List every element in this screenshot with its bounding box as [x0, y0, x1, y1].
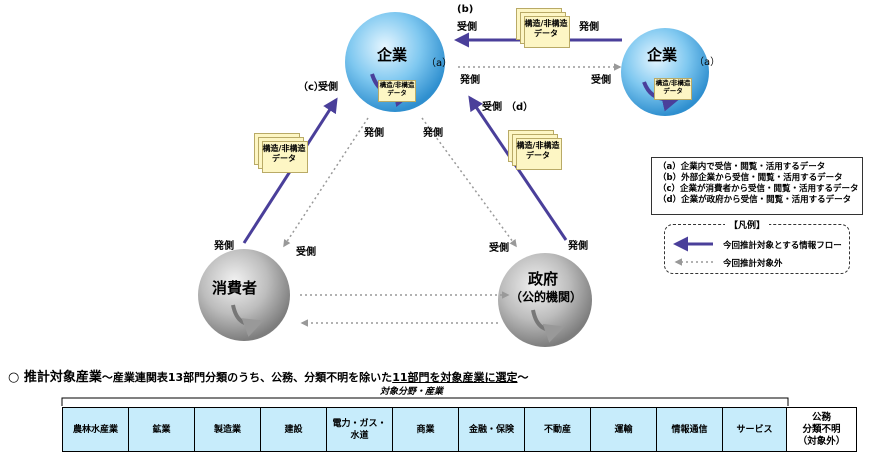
heading-underlined: 11部門を対象産業に選定: [392, 371, 518, 384]
doc-stack-d: 構造/非構造データ: [508, 130, 564, 176]
consumer-title: 消費者: [212, 279, 258, 297]
heading-middle: ～産業連関表13部門分類のうち、公務、分類不明を除いた: [101, 371, 393, 384]
legend-item-b: （b）外部企業から受信・閲覧・活用するデータ: [658, 173, 843, 183]
label-recv-c: 受側: [318, 82, 338, 93]
kigyo-main-title: 企業: [377, 46, 408, 64]
mini-doc-kigyo-main: 構造/非構造 データ: [378, 80, 416, 102]
label-send-b: 発側: [579, 22, 599, 33]
cycle-arrow-consumer: [231, 304, 264, 337]
industry-bracket: [61, 397, 789, 406]
legend-definitions: （a）企業内で受信・閲覧・活用するデータ （b）外部企業から受信・閲覧・活用する…: [651, 157, 863, 215]
table-row: 農林水産業 鉱業 製造業 建設 電力・ガス・水道 商業 金融・保険 不動産 運輸…: [62, 407, 857, 452]
doc-line1: 構造/非構造: [516, 141, 560, 150]
excluded-line1: 公務: [811, 411, 831, 423]
doc-stack-c: 構造/非構造データ: [254, 133, 310, 179]
label-recv-kigyo-right: 受側: [591, 75, 611, 86]
heading-prefix: ○ 推計対象産業: [8, 370, 102, 385]
industry-cell: 不動産: [524, 407, 591, 452]
legend-item-a: （a）企業内で受信・閲覧・活用するデータ: [658, 162, 826, 172]
government-subtitle: （公的機関）: [510, 290, 583, 304]
doc-line1: 構造/非構造: [524, 19, 568, 28]
label-recv-consumer: 受側: [296, 247, 316, 258]
label-recv-government: 受側: [489, 243, 509, 254]
mini-doc-line1: 構造/非構造: [655, 79, 691, 87]
label-b: (b): [457, 4, 474, 15]
label-recv-d: 受側: [482, 102, 502, 113]
industry-cell: 鉱業: [128, 407, 195, 452]
kigyo-right-sphere: [621, 28, 709, 116]
mini-doc-line1: 構造/非構造: [379, 81, 415, 89]
label-send-kigyo-left: 発側: [364, 128, 384, 139]
industry-cell: 情報通信: [656, 407, 723, 452]
excluded-line2: 分類不明: [802, 423, 841, 435]
industry-cell: 農林水産業: [62, 407, 129, 452]
label-c: （c）: [298, 82, 324, 93]
mini-doc-line2: データ: [663, 87, 683, 95]
industry-cell: 運輸: [590, 407, 657, 452]
industry-cell: 製造業: [194, 407, 261, 452]
label-send-kigyo-right: 発側: [460, 75, 480, 86]
mini-doc-kigyo-right: 構造/非構造 データ: [654, 78, 692, 100]
government-title: 政府: [528, 270, 559, 288]
kigyo-right-title: 企業: [647, 46, 678, 64]
industry-table: 農林水産業 鉱業 製造業 建設 電力・ガス・水道 商業 金融・保険 不動産 運輸…: [62, 407, 857, 452]
industry-cell: 建設: [260, 407, 327, 452]
consumer-sphere: [198, 249, 290, 341]
legend-solid-label: 今回推計対象とする情報フロー: [723, 241, 842, 251]
doc-stack-b: 構造/非構造データ: [516, 8, 572, 54]
industry-subheading: 対象分野・産業: [380, 387, 444, 397]
label-send-government: 発側: [568, 241, 588, 252]
doc-line1: 構造/非構造: [262, 144, 306, 153]
excluded-cell: 公務 分類不明 （対象外）: [786, 407, 857, 452]
heading-suffix: ～: [517, 371, 529, 384]
doc-line2: データ: [526, 151, 550, 160]
mini-doc-line2: データ: [387, 89, 407, 97]
label-a-main: （a）: [426, 58, 453, 69]
label-recv-b: 受側: [457, 22, 477, 33]
kigyo-main-sphere: [345, 12, 445, 112]
industry-cell: 商業: [392, 407, 459, 452]
legend-item-d: （d）企業が政府から受信・閲覧・活用するデータ: [658, 195, 852, 205]
legend-item-c: （c）企業が消費者から受信・閲覧・活用するデータ: [658, 184, 859, 194]
label-send-consumer: 発側: [214, 241, 234, 252]
flow-dotted-kigyo-to-consumer: [283, 117, 369, 248]
legend-title: 【凡例】: [725, 218, 770, 231]
excluded-line3: （対象外）: [797, 435, 846, 447]
cycle-arrow-government: [531, 309, 565, 343]
legend-dotted-label: 今回推計対象外: [723, 259, 783, 269]
government-sphere: [498, 253, 592, 347]
label-a-right: （a）: [694, 57, 721, 68]
industry-cell: サービス: [722, 407, 787, 452]
flow-dotted-kigyo-to-government: [421, 117, 517, 248]
legend-flow-key: 【凡例】 今回推計対象とする情報フロー 今回推計対象外: [664, 218, 850, 274]
label-d: （d）: [506, 102, 534, 113]
industry-cell: 電力・ガス・水道: [326, 407, 393, 452]
label-send-kigyo-center: 発側: [423, 128, 443, 139]
section-heading: ○ 推計対象産業～産業連関表13部門分類のうち、公務、分類不明を除いた11部門を…: [8, 366, 529, 385]
doc-line2: データ: [272, 154, 296, 163]
doc-line2: データ: [534, 29, 558, 38]
industry-cell: 金融・保険: [458, 407, 525, 452]
